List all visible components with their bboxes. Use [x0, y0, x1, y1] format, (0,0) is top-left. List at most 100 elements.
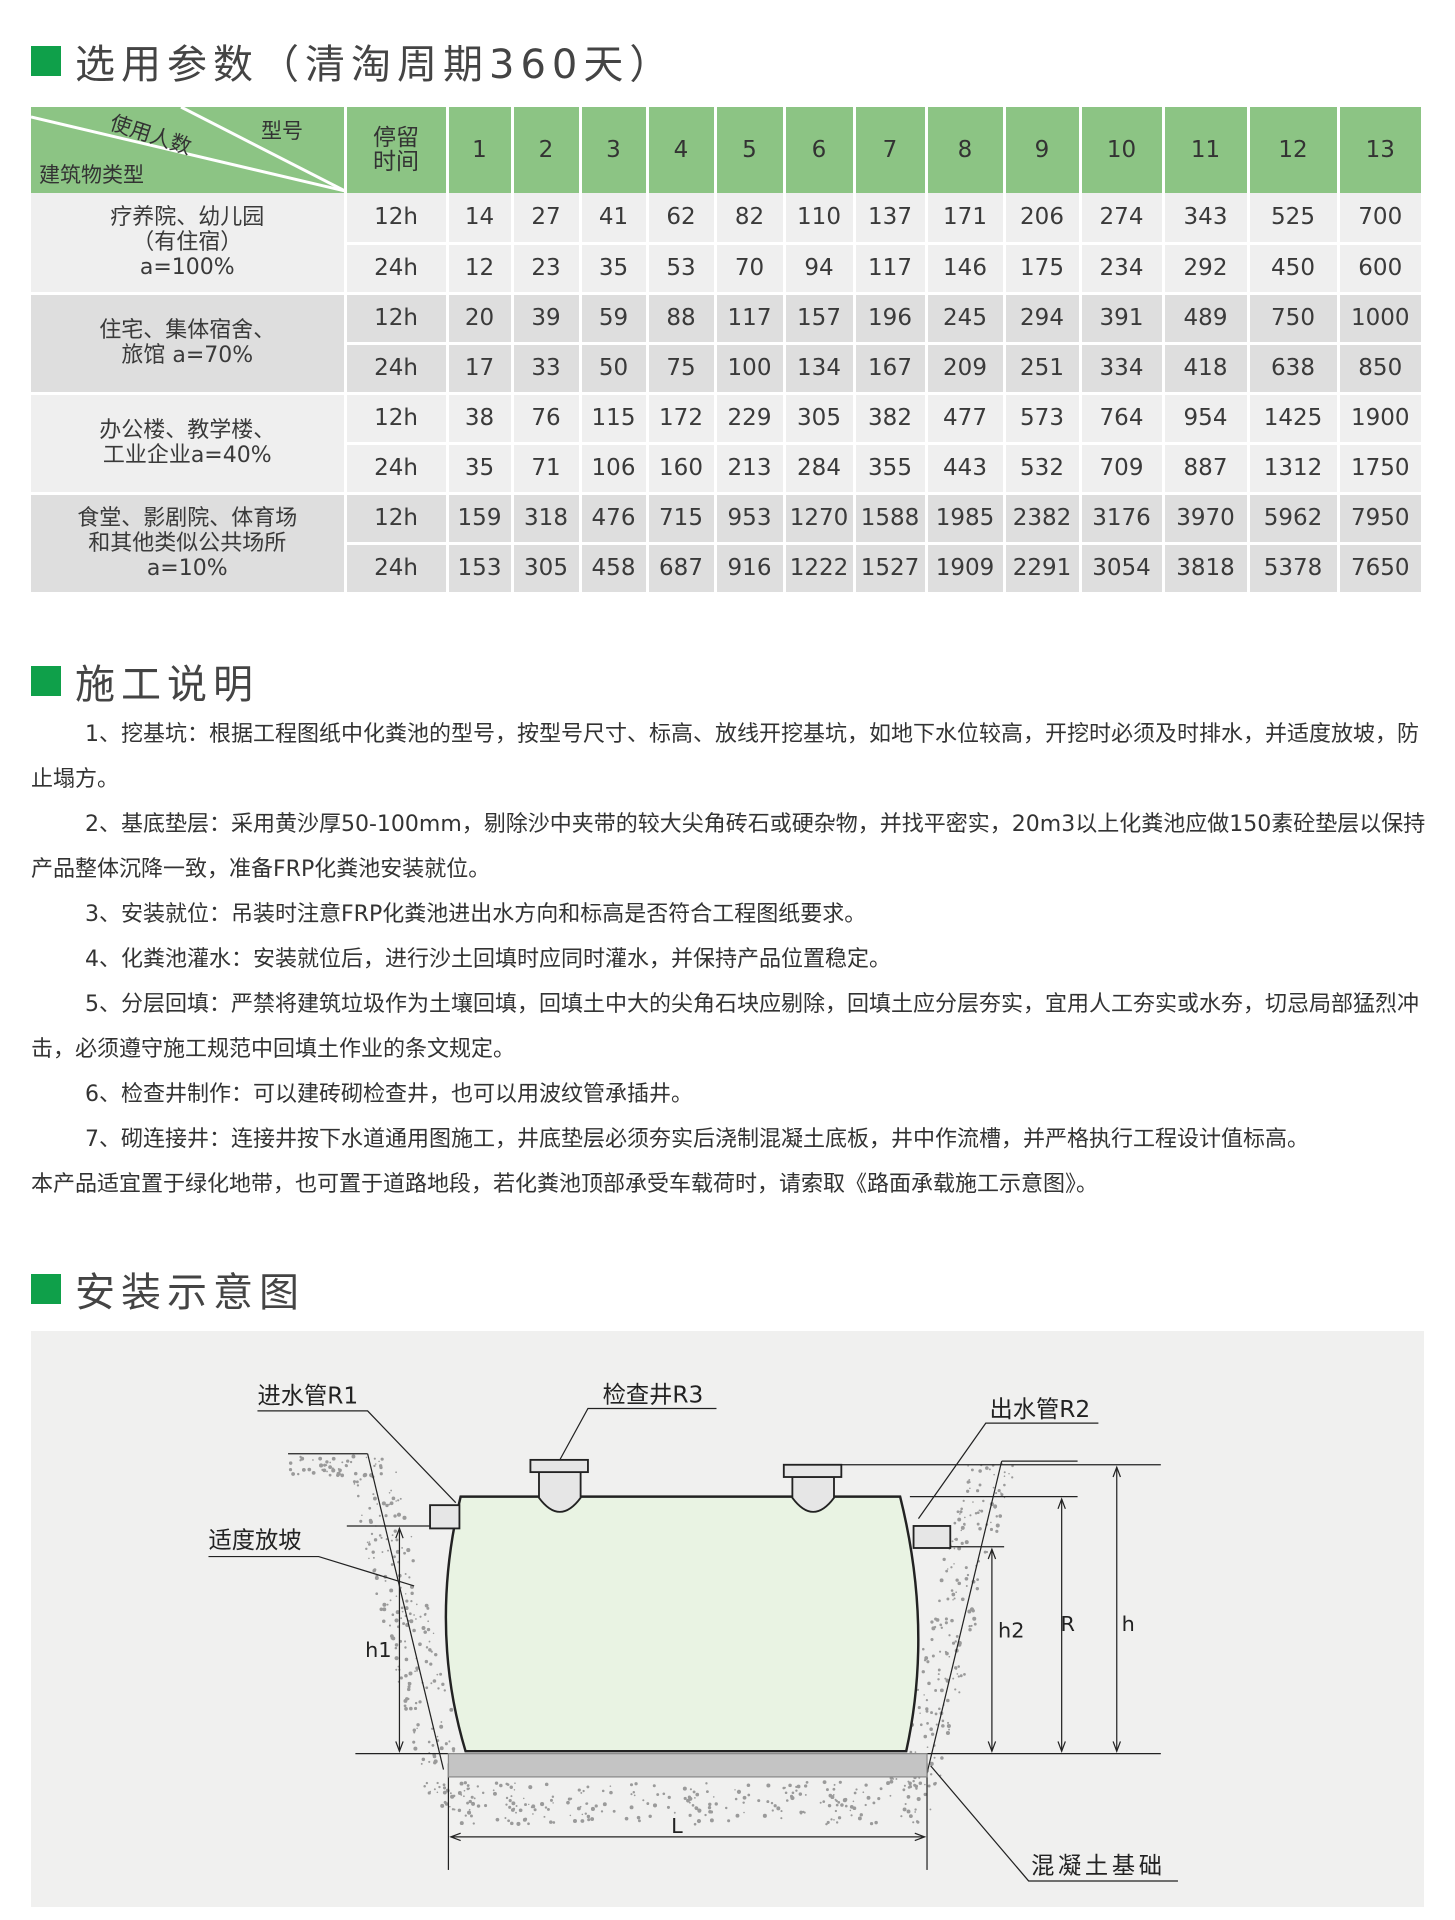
soil-dot: [382, 1602, 387, 1607]
soil-dot: [1000, 1493, 1004, 1497]
soil-dot: [930, 1638, 934, 1642]
soil-dot: [390, 1489, 393, 1492]
soil-dot: [590, 1806, 595, 1811]
soil-dot: [944, 1621, 948, 1625]
soil-dot: [359, 1519, 363, 1523]
soil-dot: [771, 1809, 774, 1812]
capacity-cell: 234: [1080, 243, 1165, 295]
soil-dot: [463, 1781, 467, 1785]
soil-dot: [973, 1622, 977, 1626]
soil-dot: [518, 1808, 523, 1813]
soil-dot: [426, 1606, 430, 1610]
soil-dot: [368, 1542, 371, 1546]
soil-dot: [373, 1568, 377, 1572]
soil-dot: [940, 1626, 943, 1629]
soil-dot: [404, 1606, 409, 1611]
soil-dot: [946, 1698, 950, 1703]
soil-dot: [908, 1781, 912, 1786]
soil-dot: [967, 1465, 969, 1467]
soil-dot: [993, 1504, 998, 1509]
soil-dot: [915, 1820, 919, 1823]
soil-dot: [804, 1793, 807, 1796]
outlet-pipe: [912, 1525, 952, 1549]
soil-dot: [331, 1468, 336, 1473]
capacity-cell: 206: [1004, 193, 1082, 245]
model-header: 2: [512, 107, 582, 193]
soil-dot: [408, 1671, 413, 1676]
soil-dot: [374, 1463, 377, 1465]
soil-dot: [707, 1805, 712, 1810]
soil-dot: [960, 1541, 964, 1545]
building-type-text: 办公楼、教学楼、: [99, 418, 276, 443]
soil-dot: [389, 1588, 394, 1593]
soil-dot: [952, 1677, 955, 1680]
soil-dot: [963, 1522, 966, 1526]
soil-dot: [586, 1802, 589, 1805]
capacity-cell: 41: [580, 193, 649, 245]
soil-dot: [379, 1472, 383, 1476]
soil-dot: [368, 1506, 372, 1510]
soil-dot: [584, 1812, 587, 1815]
soil-dot: [492, 1789, 495, 1792]
soil-dot: [835, 1803, 839, 1807]
soil-dot: [978, 1483, 982, 1487]
soil-dot: [939, 1578, 944, 1583]
soil-dot: [746, 1783, 751, 1788]
soil-dot: [407, 1685, 411, 1689]
soil-dot: [413, 1706, 418, 1711]
soil-dot: [827, 1803, 832, 1808]
soil-dot: [414, 1701, 418, 1705]
soil-dot: [425, 1686, 429, 1690]
soil-dot: [429, 1790, 432, 1793]
capacity-cell: 274: [1080, 193, 1165, 245]
soil-dot: [473, 1797, 476, 1800]
soil-dot: [714, 1802, 718, 1806]
soil-dot: [646, 1802, 650, 1805]
soil-dot: [866, 1795, 871, 1800]
capacity-cell: 33: [512, 343, 582, 395]
soil-dot: [799, 1810, 803, 1815]
soil-dot: [995, 1523, 1000, 1528]
capacity-cell: 7650: [1338, 543, 1424, 595]
capacity-cell: 709: [1080, 443, 1165, 495]
capacity-cell: 159: [447, 493, 514, 545]
soil-dot: [402, 1622, 406, 1626]
soil-dot: [448, 1805, 451, 1808]
capacity-cell: 59: [580, 293, 649, 345]
soil-dot: [361, 1514, 363, 1516]
soil-dot: [632, 1791, 636, 1794]
soil-dot: [937, 1668, 941, 1672]
soil-dot: [356, 1494, 360, 1498]
soil-dot: [388, 1491, 391, 1494]
soil-dot: [439, 1672, 443, 1676]
soil-dot: [709, 1810, 714, 1814]
soil-dot: [944, 1677, 947, 1680]
soil-dot: [770, 1801, 774, 1805]
soil-dot: [835, 1799, 838, 1803]
soil-dot: [393, 1555, 396, 1559]
capacity-cell: 157: [784, 293, 856, 345]
soil-dot: [978, 1469, 982, 1473]
soil-dot: [404, 1673, 408, 1678]
soil-dot: [791, 1791, 795, 1795]
right-slope-line: [926, 1460, 1003, 1774]
capacity-cell: 39: [512, 293, 582, 345]
soil-dot: [391, 1613, 395, 1617]
soil-dot: [427, 1620, 430, 1623]
manhole-cap-left: [529, 1458, 589, 1474]
stay-time-cell: 12h: [345, 393, 449, 445]
soil-dot: [346, 1459, 350, 1463]
soil-dot: [428, 1640, 431, 1643]
soil-dot: [766, 1783, 771, 1788]
soil-dot: [369, 1520, 373, 1524]
soil-dot: [960, 1597, 965, 1602]
soil-dot: [788, 1783, 792, 1788]
soil-dot: [441, 1682, 445, 1686]
soil-dot: [830, 1818, 833, 1821]
soil-dot: [742, 1801, 745, 1804]
capacity-cell: 20: [447, 293, 514, 345]
capacity-cell: 334: [1080, 343, 1165, 395]
capacity-cell: 14: [447, 193, 514, 245]
soil-dot: [902, 1788, 906, 1792]
soil-dot: [390, 1563, 394, 1566]
